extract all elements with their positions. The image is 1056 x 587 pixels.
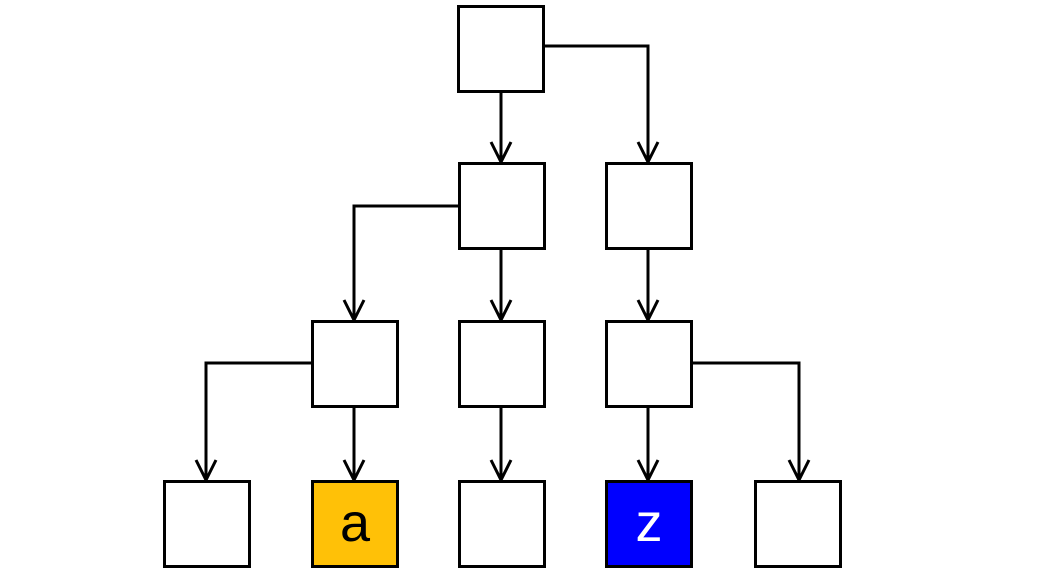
edge-line-e-l2c-l3e	[692, 361, 801, 479]
tree-node-n-l3-c[interactable]	[458, 480, 546, 568]
tree-node-label: z	[635, 493, 663, 553]
edge-e-l2a-l3b	[342, 407, 366, 484]
edge-e-root-l1b	[545, 44, 660, 166]
arrowhead-e-l1b-l2c	[636, 299, 660, 324]
tree-node-n-l3-a[interactable]	[163, 480, 251, 568]
tree-node-n-l3-d[interactable]: z	[605, 480, 693, 568]
arrowhead-e-l2c-l3d	[636, 459, 660, 484]
arrowhead-e-l1a-l2a	[342, 299, 366, 324]
edge-e-l1a-l2a	[342, 204, 458, 324]
edge-e-l2c-l3e	[692, 361, 811, 484]
edge-line-e-l2a-l3a	[204, 361, 311, 479]
arrowhead-e-root-l1a	[489, 141, 513, 166]
arrowhead-e-l1a-l2b	[489, 299, 513, 324]
arrowhead-e-l2b-l3c	[489, 459, 513, 484]
tree-node-n-l2-c[interactable]	[605, 320, 693, 408]
edge-e-root-l1a	[489, 93, 513, 166]
edge-e-l2a-l3a	[194, 361, 311, 484]
tree-node-n-l2-b[interactable]	[458, 320, 546, 408]
arrowhead-e-l2a-l3b	[342, 459, 366, 484]
edge-line-e-l1a-l2a	[352, 204, 458, 319]
edge-e-l1b-l2c	[636, 250, 660, 324]
tree-node-n-l2-a[interactable]	[311, 320, 399, 408]
edge-e-l2b-l3c	[489, 407, 513, 484]
arrowhead-e-l2c-l3e	[787, 459, 811, 484]
tree-node-n-l3-b[interactable]: a	[311, 480, 399, 568]
tree-node-n-l1-b[interactable]	[605, 162, 693, 250]
tree-node-n-l1-a[interactable]	[458, 162, 546, 250]
arrowhead-e-root-l1b	[636, 141, 660, 166]
edge-line-e-root-l1b	[545, 44, 650, 161]
tree-node-label: a	[339, 493, 371, 553]
arrowhead-e-l2a-l3a	[194, 459, 218, 484]
edge-e-l2c-l3d	[636, 407, 660, 484]
edge-e-l1a-l2b	[489, 250, 513, 324]
tree-node-n-root[interactable]	[457, 5, 545, 93]
tree-node-n-l3-e[interactable]	[754, 480, 842, 568]
